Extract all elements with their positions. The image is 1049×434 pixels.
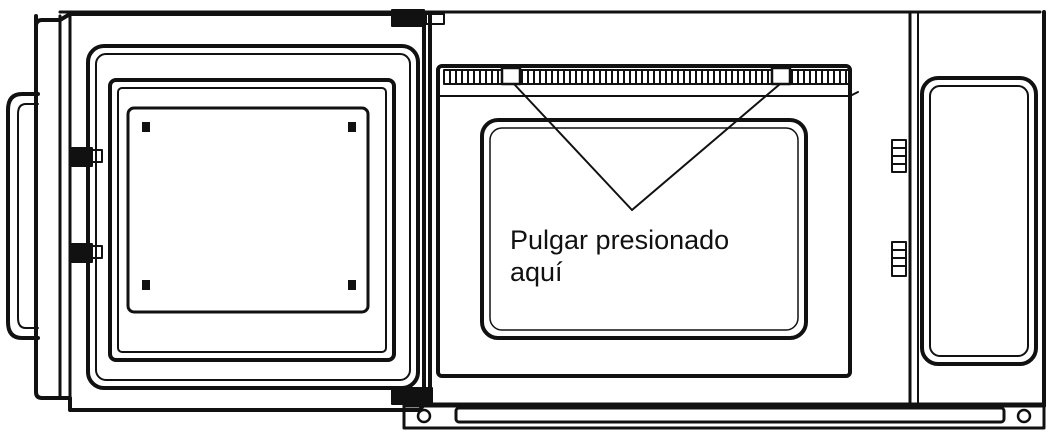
- hinge-top-cap: [425, 13, 445, 25]
- door-handle: [6, 92, 40, 340]
- latch-hook-top-tip: [91, 149, 103, 163]
- interlock-switch-bottom-lines: [891, 249, 907, 267]
- vent-slots: [449, 70, 847, 84]
- callout-line-left: [513, 83, 633, 211]
- cavity-depth-right: [849, 91, 859, 97]
- control-panel-window-inner: [929, 85, 1029, 357]
- callout-label-line-2: aquí: [510, 257, 563, 287]
- hinge-top: [391, 9, 425, 27]
- door-window-outer: [108, 78, 396, 362]
- oven-cavity: [428, 12, 859, 406]
- clip-bottom-left: [142, 280, 150, 290]
- cavity-back-wall: [480, 118, 808, 340]
- base-slot: [454, 406, 1006, 424]
- door-handle-inner: [17, 103, 39, 329]
- latch-hook-bottom: [71, 243, 93, 263]
- press-pad-left: [500, 66, 522, 86]
- callout-label: Pulgar presionado aquí: [510, 224, 729, 288]
- clip-top-right: [348, 122, 356, 132]
- press-pad-right: [770, 66, 792, 86]
- latch-hook-top: [71, 147, 93, 167]
- door-latch-hooks: [71, 147, 103, 263]
- interlock-switches: [891, 139, 907, 277]
- latch-hook-bottom-tip: [91, 245, 103, 259]
- cavity-back-wall-inner: [489, 127, 799, 331]
- open-door: [6, 12, 426, 412]
- cavity-opening: [436, 64, 852, 378]
- door-panel-inner: [95, 53, 411, 381]
- clip-bottom-right: [348, 280, 356, 290]
- door-outer-frame: [34, 12, 426, 412]
- base-foot-bar: [402, 402, 1046, 430]
- base-rail: [402, 402, 1046, 430]
- window-clips: [142, 122, 356, 290]
- interlock-switch-top-lines: [891, 147, 907, 165]
- base-screw-right: [1016, 408, 1032, 424]
- callout-label-line-1: Pulgar presionado: [510, 225, 730, 255]
- callout-line-right: [631, 83, 781, 211]
- vent-strip: [443, 69, 851, 85]
- control-panel-window: [920, 76, 1038, 366]
- control-side: [891, 10, 1046, 408]
- door-window-inner: [117, 87, 387, 353]
- door-window-screen: [126, 106, 370, 314]
- door-panel: [86, 44, 420, 390]
- clip-top-left: [142, 122, 150, 132]
- base-screw-left: [416, 408, 432, 424]
- hinge-bottom: [391, 387, 433, 405]
